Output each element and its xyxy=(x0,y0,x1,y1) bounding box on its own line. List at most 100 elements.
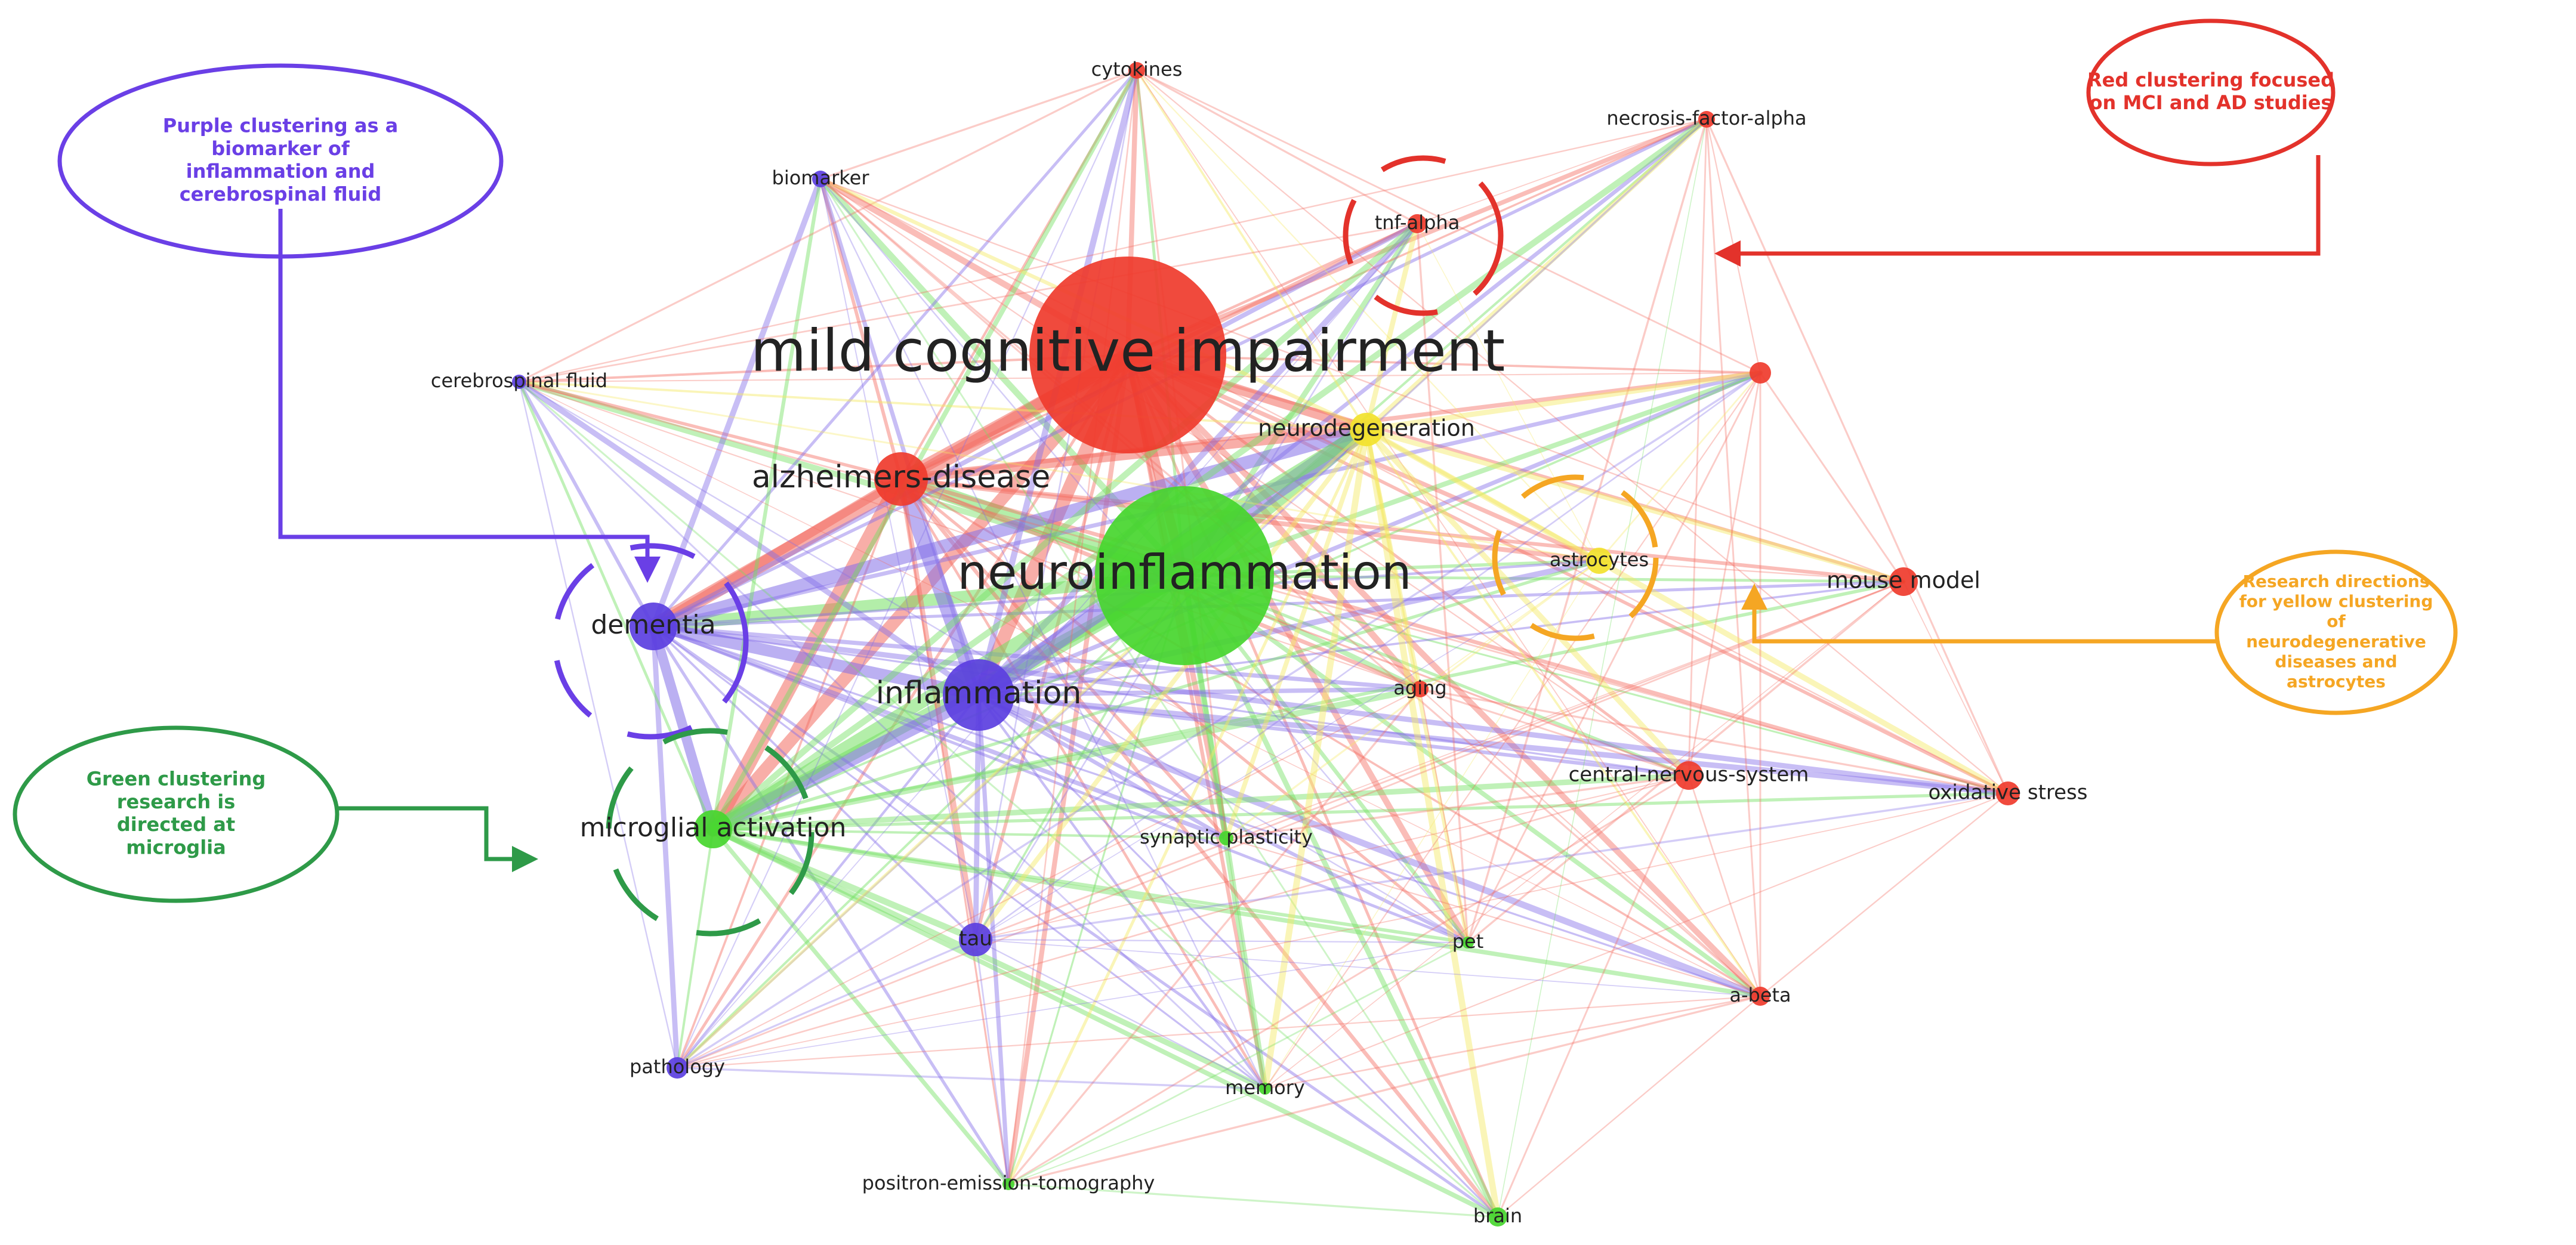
edge-csf-aging xyxy=(518,381,1421,690)
edge-mci-oxidative xyxy=(1126,353,2010,795)
label-neurodegeneration: neurodegeneration xyxy=(1258,415,1475,441)
node-oxidative[interactable] xyxy=(1996,781,2020,805)
edge-neuroinflammation-pet_full xyxy=(1007,574,1186,1185)
edge-inflammation-tau xyxy=(973,692,982,943)
node-astrocytes[interactable] xyxy=(1586,548,1612,574)
edge-biomarker-cns xyxy=(819,178,1690,777)
cluster-highlight-layer xyxy=(552,155,1659,937)
edge-csf-brain xyxy=(518,381,1499,1218)
edge-astrocytes-unlabeled xyxy=(1598,372,1761,562)
edge-dementia-cns xyxy=(652,625,1690,777)
node-inflammation[interactable] xyxy=(943,659,1014,731)
annotation-yellow-text-line: diseases and xyxy=(2275,651,2397,671)
annotation-red-arrowhead xyxy=(1714,240,1741,267)
node-microglial[interactable] xyxy=(694,810,732,848)
node-neuroinflammation[interactable] xyxy=(1095,486,1274,665)
annotation-purple-arrow xyxy=(278,209,650,561)
edge-neurodegeneration-abeta xyxy=(1365,428,1761,997)
edge-dementia-cytokines xyxy=(652,69,1139,628)
edge-inflammation-dementia xyxy=(647,620,985,701)
node-memory[interactable] xyxy=(1259,1083,1271,1095)
edge-abeta-memory xyxy=(1264,995,1761,1090)
node-layer xyxy=(512,62,2020,1227)
node-pathology[interactable] xyxy=(667,1057,688,1079)
edge-biomarker-memory xyxy=(819,178,1266,1090)
edge-cytokines-biomarker xyxy=(819,69,1138,180)
edge-neuroinflammation-abeta xyxy=(1182,573,1763,999)
node-dementia[interactable] xyxy=(630,603,677,650)
edge-neurodegeneration-tau xyxy=(973,427,1369,942)
node-alzheimers[interactable] xyxy=(874,452,928,506)
edge-microglial-aging xyxy=(709,685,1424,833)
edge-microglial-cns xyxy=(710,773,1692,832)
edge-csf-pet xyxy=(518,381,1469,944)
edge-mci-unlabeled xyxy=(1127,354,1761,374)
node-brain[interactable] xyxy=(1488,1207,1507,1227)
edge-mci-necrosis xyxy=(1125,117,1709,357)
edge-inflammation-pet_full xyxy=(976,693,1011,1187)
annotation-green-arrow xyxy=(337,806,513,861)
edge-necrosis-pet xyxy=(1467,118,1708,944)
node-pet[interactable] xyxy=(1462,937,1474,949)
edge-dementia-synaptic xyxy=(651,624,1229,841)
edge-abeta-pathology xyxy=(676,995,1761,1069)
node-pet_full[interactable] xyxy=(1002,1178,1014,1190)
edge-dementia-abeta xyxy=(652,625,1761,997)
label-astrocytes: astrocytes xyxy=(1550,548,1649,571)
annotation-purple-text-line: biomarker of xyxy=(211,137,350,160)
label-synaptic: synaptic plasticity xyxy=(1140,826,1313,848)
edge-necrosis-csf xyxy=(518,118,1708,383)
edge-alzheimers-biomarker xyxy=(819,177,903,481)
annotation-yellow-text-line: of xyxy=(2327,611,2346,631)
label-cytokines: cytokines xyxy=(1091,58,1183,81)
edge-microglial-brain xyxy=(711,827,1500,1219)
node-mousemodel[interactable] xyxy=(1889,567,1918,596)
node-unlabeled[interactable] xyxy=(1750,362,1771,384)
edge-aging-pet xyxy=(1419,688,1469,944)
edge-inflammation-astrocytes xyxy=(976,558,1602,698)
label-mousemodel: mouse model xyxy=(1827,567,1980,594)
edge-synaptic-memory xyxy=(1226,838,1266,1089)
edge-oxidative-pathology xyxy=(677,793,2009,1068)
edge-astrocytes-tau xyxy=(975,560,1600,940)
edge-synaptic-abeta xyxy=(1225,837,1761,997)
node-necrosis[interactable] xyxy=(1698,111,1715,128)
edge-cns-tau xyxy=(975,775,1689,940)
node-csf[interactable] xyxy=(512,375,526,389)
edge-necrosis-abeta xyxy=(1705,118,1761,997)
edge-biomarker-abeta xyxy=(819,178,1761,997)
node-mci[interactable] xyxy=(1029,257,1226,453)
edge-biomarker-mousemodel xyxy=(819,178,1905,583)
edge-cytokines-oxidative xyxy=(1136,69,2009,795)
label-layer: mild cognitive impairmentneuroinflammati… xyxy=(431,58,2088,1227)
node-tnf[interactable] xyxy=(1408,214,1427,233)
edge-neuroinflammation-pathology xyxy=(676,574,1186,1069)
edge-dementia-neurodegeneration xyxy=(647,423,1373,633)
edge-alzheimers-unlabeled xyxy=(899,370,1763,481)
node-neurodegeneration[interactable] xyxy=(1350,413,1383,446)
node-aging[interactable] xyxy=(1412,681,1429,697)
edge-dementia-mousemodel xyxy=(652,580,1905,628)
label-memory: memory xyxy=(1225,1076,1305,1099)
node-tau[interactable] xyxy=(959,923,992,956)
edge-alzheimers-mousemodel xyxy=(899,477,1906,584)
node-synaptic[interactable] xyxy=(1219,831,1233,845)
node-abeta[interactable] xyxy=(1751,987,1770,1006)
edge-astrocytes-memory xyxy=(1264,560,1600,1089)
label-brain: brain xyxy=(1473,1204,1522,1227)
edge-microglial-csf xyxy=(517,380,715,831)
edge-necrosis-tnf xyxy=(1417,119,1707,224)
edge-microglial-neurodegeneration xyxy=(706,422,1374,836)
node-cns[interactable] xyxy=(1674,761,1703,790)
edge-pet-pathology xyxy=(677,942,1469,1068)
edge-memory-unlabeled xyxy=(1264,372,1761,1090)
edge-alzheimers-necrosis xyxy=(900,118,1708,480)
edge-microglial-necrosis xyxy=(709,116,1710,833)
edge-dementia-tau xyxy=(652,625,977,941)
label-inflammation: inflammation xyxy=(876,675,1082,711)
edge-cytokines-csf xyxy=(518,69,1138,383)
node-biomarker[interactable] xyxy=(812,171,829,187)
edge-mousemodel-synaptic xyxy=(1226,581,1904,839)
node-cytokines[interactable] xyxy=(1128,62,1145,79)
edge-pet_full-brain xyxy=(1007,1183,1499,1218)
